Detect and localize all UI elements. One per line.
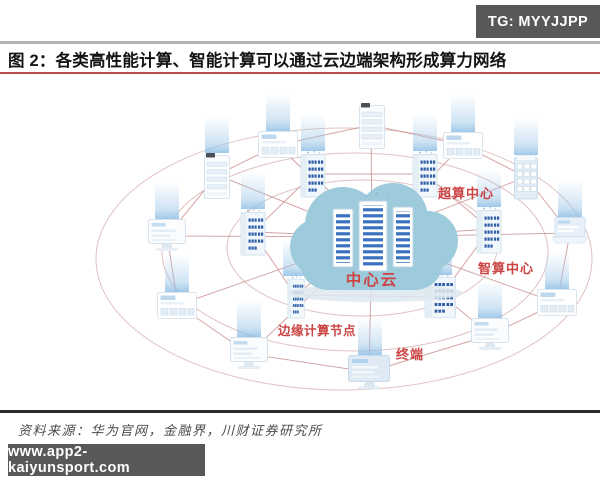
server-box-icon [537, 289, 577, 316]
network-diagram: 中心云 超算中心 智算中心 边缘计算节点 终端 [95, 93, 593, 391]
figure-title: 图 2：各类高性能计算、智能计算可以通过云边端架构形成算力网络 [8, 52, 507, 70]
desktop-computer-icon [471, 318, 509, 351]
label-central-cloud: 中心云 [346, 270, 399, 289]
label-ai-computing-center: 智算中心 [478, 261, 534, 276]
label-terminal: 终端 [396, 347, 424, 362]
website-watermark-badge: www.app2-kaiyunsport.com [8, 444, 205, 476]
datacenter-building-icon [412, 150, 438, 198]
terminal-computer-icon [348, 355, 390, 390]
cloud-server-racks [332, 192, 414, 272]
label-supercomputing-center: 超算中心 [438, 186, 494, 201]
central-cloud-icon [287, 183, 463, 302]
bottom-divider [0, 410, 600, 413]
server-box-icon [258, 131, 298, 158]
server-rack-icon [514, 155, 538, 200]
server-tower-icon [204, 152, 230, 199]
server-box-icon [157, 292, 197, 319]
telegram-badge-text: TG: MYYJJPP [487, 13, 589, 30]
server-tower-icon [359, 102, 385, 149]
desktop-computer-icon [230, 337, 268, 370]
datacenter-building-icon [476, 206, 502, 254]
title-underline [0, 72, 600, 74]
laptop-icon [551, 217, 589, 244]
datacenter-building-icon [240, 208, 266, 256]
server-box-icon [443, 132, 483, 159]
top-divider [0, 41, 600, 44]
desktop-computer-icon [148, 219, 186, 252]
telegram-watermark-badge: TG: MYYJJPP [476, 5, 600, 38]
label-edge-computing-node: 边缘计算节点 [277, 323, 356, 338]
datacenter-building-icon [300, 150, 326, 198]
source-note: 资料来源：华为官网，金融界，川财证券研究所 [18, 423, 323, 438]
website-badge-text: www.app2-kaiyunsport.com [8, 444, 131, 476]
